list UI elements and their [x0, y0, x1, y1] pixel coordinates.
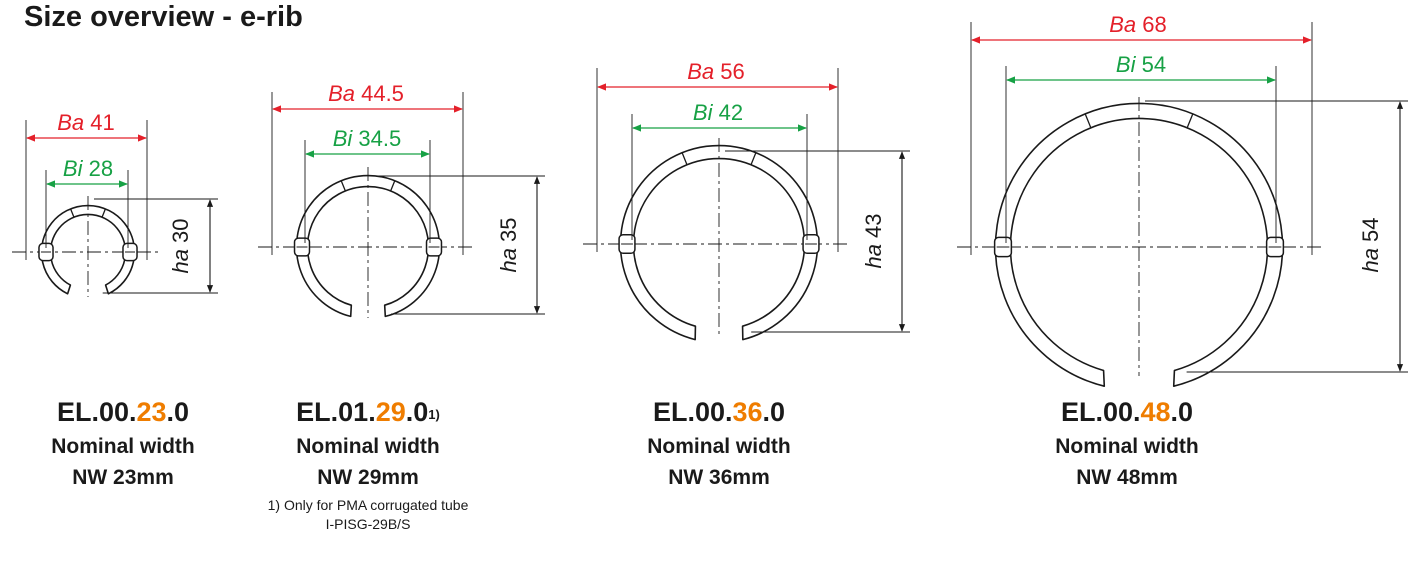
ha-label-value: 30 [168, 218, 193, 249]
bi-label: Bi 54 [1116, 52, 1166, 77]
ba-label-value: 41 [84, 110, 115, 135]
ring-end [1102, 369, 1106, 388]
model-code-suffix: .0 [166, 397, 190, 427]
segment-mark [69, 208, 75, 218]
bi-label: Bi 28 [63, 156, 113, 181]
bi-label-value: 28 [82, 156, 113, 181]
ring-outer-contour [619, 144, 819, 341]
segment-mark [681, 152, 688, 165]
model-code-size: 36 [732, 397, 763, 427]
ba-label-value: 56 [714, 59, 745, 84]
ring-inner-contour [49, 213, 127, 286]
bi-label-value: 42 [712, 100, 743, 125]
ba-label-value: 44.5 [355, 81, 404, 106]
model-code: EL.00.48.0 [997, 396, 1257, 428]
segment-mark [750, 152, 757, 165]
ha-label-value: 54 [1358, 217, 1383, 248]
model-code-size: 23 [136, 397, 167, 427]
ring-end [383, 304, 387, 318]
nominal-width-value: NW 23mm [72, 466, 174, 489]
segment-mark [101, 208, 107, 218]
ba-label-prefix: Ba [1109, 12, 1136, 37]
ring-outer-contour [994, 102, 1284, 387]
nominal-width-label: Nominal width [296, 435, 440, 458]
ba-label: Ba 41 [57, 110, 115, 135]
nominal-width-value: NW 48mm [1076, 466, 1178, 489]
model-code-size: 48 [1140, 397, 1171, 427]
bi-label: Bi 34.5 [333, 126, 402, 151]
ha-label-prefix: ha [1358, 248, 1383, 272]
nominal-width-value: NW 29mm [317, 466, 419, 489]
footnote-line: I-PISG-29B/S [325, 516, 411, 532]
ba-label-prefix: Ba [57, 110, 84, 135]
ha-label: ha 54 [1358, 217, 1383, 272]
bi-label-prefix: Bi [1116, 52, 1137, 77]
ring-inner-contour [632, 157, 806, 327]
ba-label-prefix: Ba [328, 81, 355, 106]
bi-label-prefix: Bi [333, 126, 354, 151]
model-caption-2: EL.01.29.01) Nominal width NW 29mm 1) Only … [238, 396, 498, 534]
ba-label-value: 68 [1136, 12, 1167, 37]
model-code-size: 29 [375, 397, 406, 427]
bi-label-prefix: Bi [693, 100, 714, 125]
segment-mark [1084, 113, 1092, 129]
model-code: EL.00.36.0 [589, 396, 849, 428]
ha-label: ha 35 [496, 217, 521, 272]
model-code: EL.01.29.01) [238, 396, 498, 428]
ring-inner-contour [306, 185, 430, 306]
nominal-width-label: Nominal width [51, 435, 195, 458]
model-code-suffix: .0 [1170, 397, 1194, 427]
ring-end [104, 284, 110, 295]
bi-label-prefix: Bi [63, 156, 84, 181]
ha-label-value: 35 [496, 217, 521, 248]
ring-outer-contour [295, 174, 441, 318]
ha-label-prefix: ha [861, 244, 886, 268]
nominal-width-label: Nominal width [647, 435, 791, 458]
footnote-mark: 1) [428, 407, 440, 422]
footnote-line: 1) Only for PMA corrugated tube [267, 497, 469, 513]
model-code-suffix: .0 [762, 397, 786, 427]
ring-outer-contour [40, 204, 136, 295]
nominal-width-label: Nominal width [1055, 435, 1199, 458]
segment-mark [390, 180, 396, 192]
bi-label: Bi 42 [693, 100, 743, 125]
segment-mark [1186, 113, 1194, 129]
model-code-prefix: EL.01. [296, 397, 376, 427]
model-code-suffix: .0 [405, 397, 429, 427]
bi-label-value: 34.5 [352, 126, 401, 151]
ha-label: ha 30 [168, 218, 193, 273]
nominal-width-value: NW 36mm [668, 466, 770, 489]
model-code-prefix: EL.00. [56, 397, 137, 427]
ha-label-prefix: ha [496, 248, 521, 272]
e-rib-drawing-2: Ba 44.5Bi 34.5ha 35 [258, 81, 545, 318]
ba-label: Ba 44.5 [328, 81, 404, 106]
ring-inner-contour [1009, 117, 1269, 372]
ba-label: Ba 68 [1109, 12, 1167, 37]
ring-end [349, 304, 353, 318]
ring-end [1172, 369, 1176, 388]
model-code-prefix: EL.00. [1060, 397, 1141, 427]
model-code-prefix: EL.00. [652, 397, 733, 427]
bi-label-value: 54 [1135, 52, 1166, 77]
ring-end [66, 284, 72, 295]
page-title: Size overview - e-rib [24, 1, 303, 33]
model-code: EL.00.23.0 [0, 396, 253, 428]
ha-label-value: 43 [861, 213, 886, 244]
ba-label-prefix: Ba [687, 59, 714, 84]
ba-label: Ba 56 [687, 59, 745, 84]
ha-label-prefix: ha [168, 249, 193, 273]
ha-label: ha 43 [861, 213, 886, 268]
segment-mark [340, 180, 346, 192]
